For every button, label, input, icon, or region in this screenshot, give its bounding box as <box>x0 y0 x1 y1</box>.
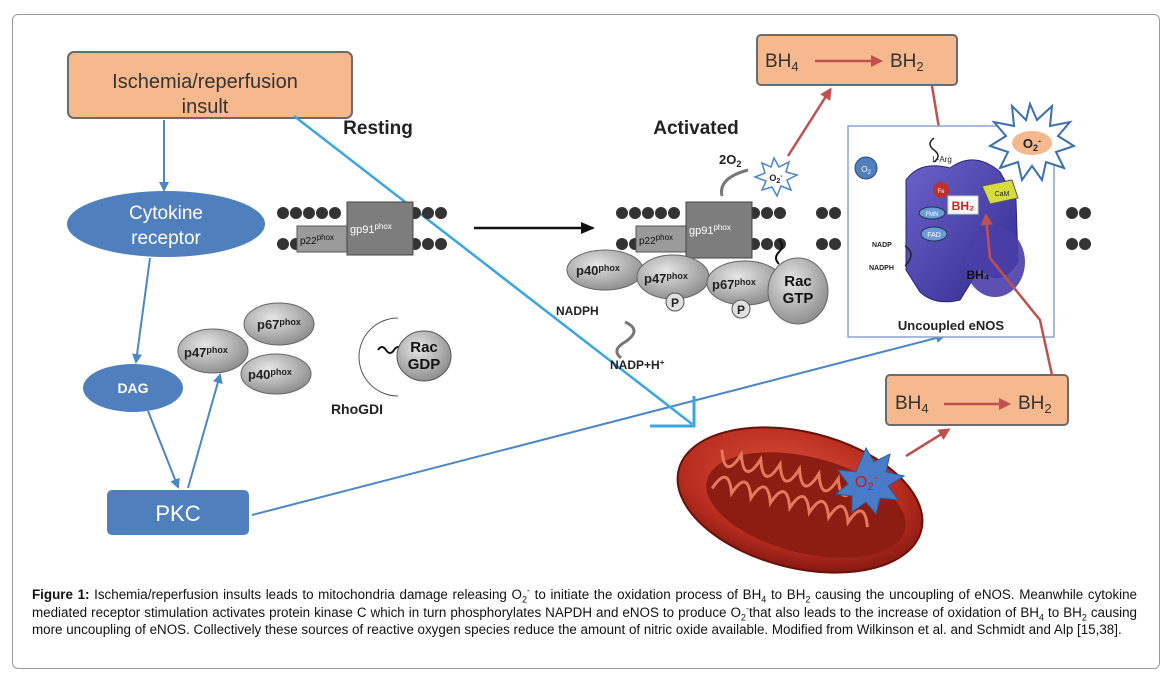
arrow-pkc-to-p47 <box>187 373 223 489</box>
nadph-label: NADPH <box>556 304 599 318</box>
nadph-curve-arrow <box>615 320 636 360</box>
bh-top-right-label: BH2 <box>890 51 924 74</box>
two-o2-label: 2O2 <box>719 152 741 169</box>
bh-bottom-right-label: BH2 <box>1018 393 1052 416</box>
cytokine-label-line1: Cytokine <box>129 203 203 224</box>
o2-radical-small: O2- <box>752 156 800 198</box>
rhogdi-label: RhoGDI <box>331 401 383 417</box>
resting-title: Resting <box>343 118 413 139</box>
o2-curve-arrow <box>720 168 749 197</box>
inset-o2-label: O2 <box>861 165 871 176</box>
resting-gp91-label: gp91phox <box>350 222 392 236</box>
svg-text:O2-: O2- <box>855 472 878 493</box>
larg-label: L-Arg <box>932 155 952 164</box>
svg-text:O2-: O2- <box>1023 136 1041 153</box>
bh-bottom-left-label: BH4 <box>895 393 929 416</box>
activated-cytosolic-subunits: p40phox p47phox p67phox Rac GTP P P <box>566 239 829 325</box>
activated-p40-label: p40phox <box>576 263 620 278</box>
figure-frame <box>12 14 1160 669</box>
bh-top-left-label: BH4 <box>765 51 799 74</box>
cam-label: CaM <box>995 191 1010 198</box>
p47-label: p47phox <box>184 345 228 360</box>
nadp-h-label: NADP+H+ <box>610 358 665 372</box>
rac-gtp-label-line2: GTP <box>783 290 814 307</box>
bh-top-box: BH4 BH2 <box>756 34 958 86</box>
resting-membrane: p22phox gp91phox <box>277 201 447 256</box>
rac-gdp-label-line1: Rac <box>410 339 438 356</box>
arrow-cytokine-to-dag <box>132 257 151 364</box>
resting-p22-label: p22phox <box>300 233 334 247</box>
dag-node: DAG <box>83 364 183 412</box>
fmn-label: FMN <box>926 212 939 218</box>
pkc-label: PKC <box>155 501 200 526</box>
o2-radical-large: O2- <box>987 100 1077 183</box>
ischemia-box: Ischemia/reperfusion insult <box>67 51 353 119</box>
arrow-o2-to-bh-top <box>786 87 832 157</box>
dag-label: DAG <box>117 380 148 396</box>
figure-caption: Figure 1: Ischemia/reperfusion insults l… <box>32 585 1138 637</box>
arrow-ischemia-to-mitochondrion <box>293 115 696 428</box>
pkc-box: PKC <box>107 490 249 535</box>
activated-p22-label: p22phox <box>639 233 673 247</box>
arrow-pkc-to-enos <box>251 333 946 516</box>
fe-label: Fe <box>937 189 945 195</box>
rac-gtp-label-line1: Rac <box>784 273 812 290</box>
arrow-mito-o2-to-bh-bottom <box>905 428 951 458</box>
rac-gdp-label-line2: GDP <box>408 356 441 373</box>
activated-gp91-label: gp91phox <box>689 223 731 237</box>
activated-title: Activated <box>653 118 739 139</box>
phospho-p67-label: P <box>737 303 745 317</box>
nadp-label: NADP <box>872 242 892 249</box>
arrow-bh-bottom-to-enos <box>980 213 1054 376</box>
p67-label: p67phox <box>257 317 301 332</box>
activated-membrane: p22phox gp91phox <box>616 201 1091 259</box>
fad-label: FAD <box>927 232 941 239</box>
p40-label: p40phox <box>248 367 292 382</box>
caption-label: Figure 1: <box>32 587 90 602</box>
resting-cytosolic-subunits: p67phox p47phox p40phox <box>177 302 315 395</box>
cytokine-receptor: Cytokine receptor <box>67 191 265 257</box>
bh4-inset-label: BH₄ <box>966 268 989 282</box>
cytokine-label-line2: receptor <box>131 228 201 249</box>
activated-p47-label: p47phox <box>644 271 688 286</box>
uncoupled-enos-label: Uncoupled eNOS <box>898 318 1005 333</box>
ischemia-label-line1: Ischemia/reperfusion <box>112 71 298 93</box>
phospho-p47-label: P <box>671 296 679 310</box>
bh2-inset-label: BH₂ <box>952 199 975 213</box>
ischemia-label-line2: insult <box>182 96 229 118</box>
rhogdi-complex: Rac GDP RhoGDI <box>331 317 452 417</box>
svg-text:O2-: O2- <box>769 173 783 185</box>
bh-bottom-box: BH4 BH2 <box>885 374 1069 426</box>
o2-radical-mito: O2- <box>834 446 906 516</box>
nadph-small-label: NADPH <box>869 265 894 272</box>
activated-p67-label: p67phox <box>712 277 756 292</box>
arrow-dag-to-pkc <box>147 410 180 489</box>
